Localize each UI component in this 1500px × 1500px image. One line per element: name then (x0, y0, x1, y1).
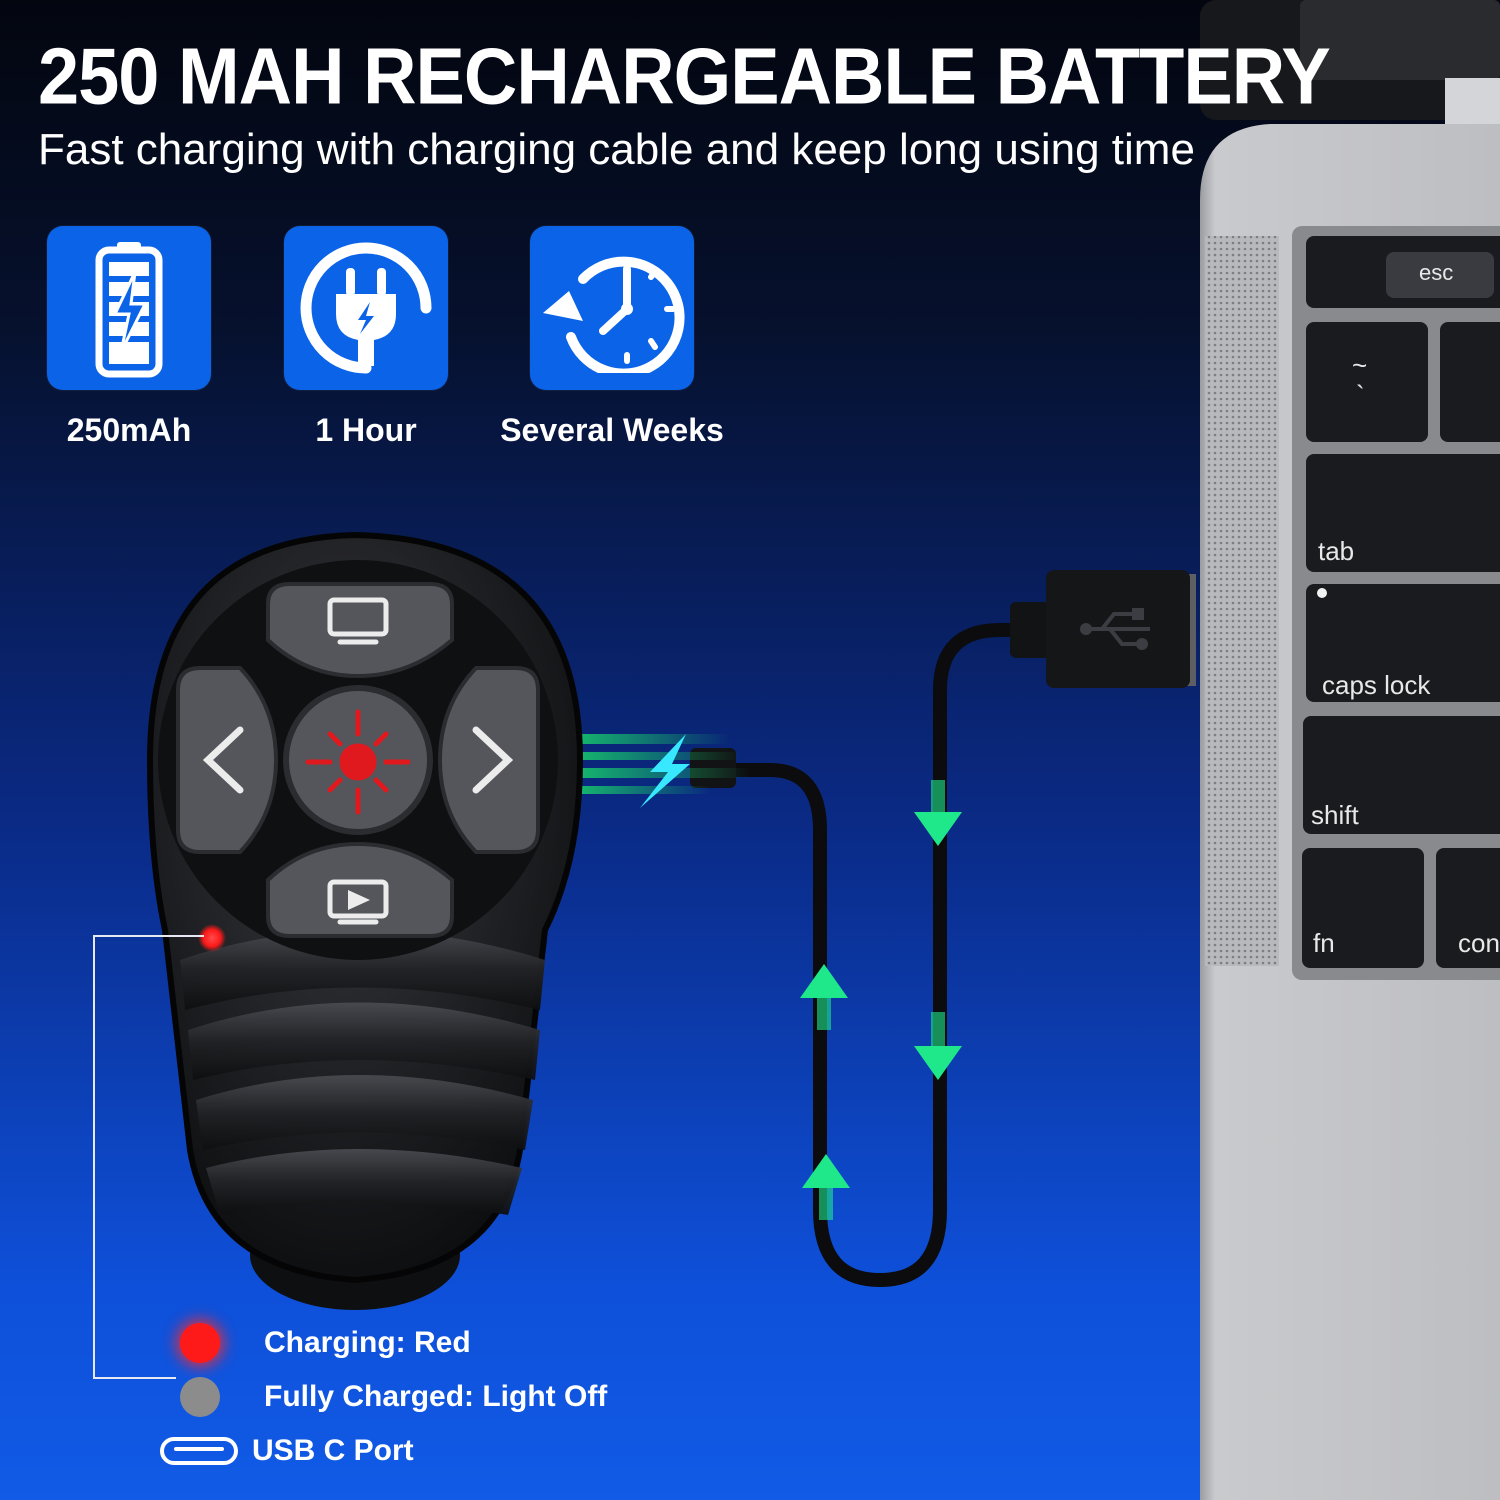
plug-charging-icon (300, 242, 432, 374)
chevron-left-icon (202, 726, 244, 794)
feature-capacity-label: 250mAh (66, 412, 192, 448)
control-key (1436, 848, 1500, 968)
lightning-icon (640, 734, 690, 808)
screen-icon (327, 597, 389, 637)
esc-key-label: esc (1419, 260, 1454, 285)
usb-c-icon (160, 1437, 238, 1465)
arrow-up-icon (800, 964, 848, 998)
gray-dot-icon (180, 1377, 220, 1417)
arrow-up-icon (802, 1154, 850, 1188)
tab-key-label: tab (1318, 536, 1355, 566)
esc-key (1386, 252, 1494, 298)
shift-key (1303, 716, 1500, 834)
chevron-right-icon (472, 726, 514, 794)
laser-icon (305, 709, 411, 815)
callout-line (93, 935, 204, 1379)
caps-lock-key-label: caps lock (1322, 670, 1431, 700)
presenter-remote (146, 531, 584, 1310)
flow-arrows (800, 780, 962, 1220)
feature-capacity: 250mAh (9, 226, 249, 449)
control-key-label: con (1458, 928, 1500, 958)
previous-button (176, 666, 279, 854)
charging-cable (693, 623, 1037, 1288)
usb-a-plug (1010, 570, 1190, 688)
next-button (437, 666, 540, 854)
screen-button (266, 582, 454, 679)
battery-charging-icon (95, 242, 163, 378)
page-subtitle: Fast charging with charging cable and ke… (38, 125, 1195, 174)
legend-usb-port: USB C Port (160, 1424, 607, 1478)
status-legend: Charging: Red Fully Charged: Light Off U… (160, 1316, 607, 1478)
charging-flow-effect (580, 734, 750, 808)
tilde-label: ~ (1352, 350, 1368, 380)
feature-charge-time-label: 1 Hour (315, 412, 417, 448)
legend-charging: Charging: Red (160, 1316, 607, 1370)
arrow-down-icon (914, 812, 962, 846)
feature-usage-time: Several Weeks (492, 226, 732, 449)
play-button (266, 841, 454, 938)
red-dot-icon (180, 1323, 220, 1363)
legend-fully-charged: Fully Charged: Light Off (160, 1370, 607, 1424)
legend-charging-text: Charging: Red (264, 1326, 471, 1359)
shift-key-label: shift (1311, 800, 1359, 830)
tab-key (1306, 454, 1500, 572)
caps-lock-key (1306, 584, 1500, 702)
backtick-label: ` (1356, 380, 1365, 410)
usb-symbol-icon (1086, 612, 1150, 646)
feature-charge-time: 1 Hour (246, 226, 486, 449)
feature-usage-time-label: Several Weeks (500, 412, 724, 448)
page-title: 250 MAH RECHARGEABLE BATTERY (38, 31, 1331, 121)
status-led (198, 924, 226, 952)
tilde-key (1306, 322, 1428, 442)
arrow-down-icon (914, 1046, 962, 1080)
play-screen-icon (327, 879, 389, 919)
legend-fully-charged-text: Fully Charged: Light Off (264, 1380, 608, 1413)
clock-rotate-icon (543, 256, 685, 373)
fn-key (1302, 848, 1424, 968)
fn-key-label: fn (1313, 928, 1335, 958)
legend-usb-port-text: USB C Port (252, 1434, 414, 1467)
